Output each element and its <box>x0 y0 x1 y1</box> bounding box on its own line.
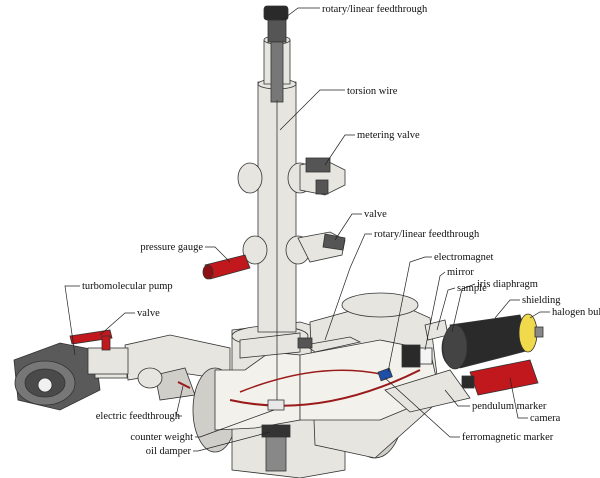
mirror <box>401 344 433 368</box>
label-torsion-wire: torsion wire <box>347 86 398 97</box>
label-electromagnet: electromagnet <box>434 252 494 263</box>
light-path <box>384 369 471 413</box>
label-rotary-feedthrough-top: rotary/linear feedthrough <box>322 4 428 15</box>
labels: rotary/linear feedthrough torsion wire m… <box>82 4 600 457</box>
label-metering-valve: metering valve <box>357 130 420 141</box>
label-electric-feedthrough: electric feedthrough <box>96 411 181 422</box>
label-camera: camera <box>530 413 561 424</box>
halogen-bulb <box>518 313 544 353</box>
pump-pipe <box>87 334 231 401</box>
label-valve-left: valve <box>137 308 160 319</box>
horizontal-chamber <box>299 292 441 459</box>
label-pressure-gauge: pressure gauge <box>140 242 203 253</box>
vertical-column <box>257 5 297 405</box>
mid-feedthrough <box>297 336 362 353</box>
label-mirror: mirror <box>447 267 474 278</box>
label-shielding: shielding <box>522 295 561 306</box>
pressure-gauge <box>202 254 251 280</box>
label-sample: sample <box>457 283 487 294</box>
metering-valve-cross <box>237 157 346 196</box>
label-rotary-feedthrough-mid: rotary/linear feedthrough <box>374 229 480 240</box>
label-halogen-bulb: halogen bulb <box>552 307 600 318</box>
label-oil-damper: oil damper <box>146 446 192 457</box>
label-valve-upper: valve <box>364 209 387 220</box>
camera <box>461 359 539 396</box>
label-turbomolecular-pump: turbomolecular pump <box>82 281 173 292</box>
gauge-cross <box>242 231 346 265</box>
label-pendulum-marker: pendulum marker <box>472 401 547 412</box>
pendulum-assembly <box>177 367 421 472</box>
leader-lines <box>64 7 550 452</box>
label-ferromagnetic-marker: ferromagnetic marker <box>462 432 554 443</box>
label-iris-diaphragm: iris diaphragm <box>477 279 538 290</box>
shielding <box>442 314 531 370</box>
label-counter-weight: counter weight <box>130 432 193 443</box>
